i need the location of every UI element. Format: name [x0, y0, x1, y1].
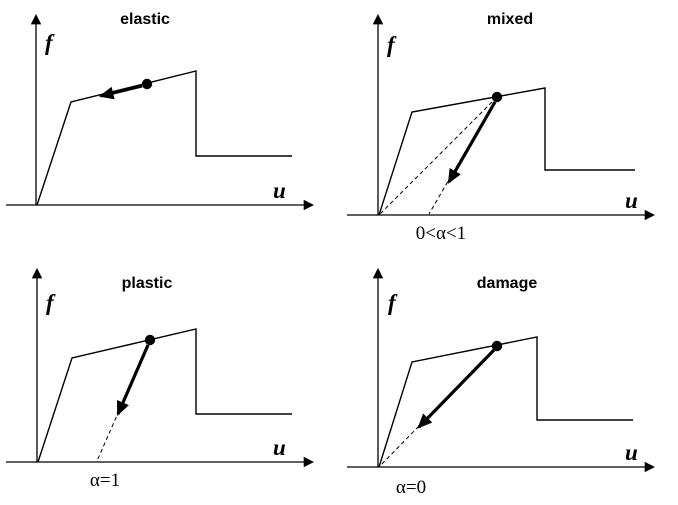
panel-title: plastic — [122, 275, 173, 292]
state-point-dot — [491, 91, 503, 103]
y-axis-label: f — [46, 290, 56, 315]
unloading-arrow — [417, 348, 496, 429]
panel-plastic: plastic f u α=1 — [0, 252, 339, 505]
unloading-arrow — [116, 344, 150, 417]
state-point-dot — [144, 334, 156, 346]
unloading-arrow — [447, 101, 497, 184]
alpha-annotation: α=1 — [90, 470, 120, 491]
x-axis-label: u — [273, 178, 286, 203]
panel-mixed: mixed f u 0<α<1 — [339, 0, 678, 252]
alpha-annotation: α=0 — [396, 477, 426, 498]
state-point-dot — [141, 78, 153, 90]
alpha-annotation: 0<α<1 — [416, 223, 466, 244]
y-axis-label: f — [388, 290, 398, 315]
y-axis-label: f — [387, 32, 397, 57]
force-displacement-curve — [36, 70, 292, 206]
x-axis-label: u — [625, 188, 638, 213]
force-displacement-curve — [378, 336, 633, 468]
panel-elastic: elastic f u — [0, 0, 339, 252]
force-displacement-curve — [37, 328, 292, 463]
panel-damage: damage f u α=0 — [339, 252, 678, 505]
force-displacement-curve — [378, 87, 635, 216]
x-axis-label: u — [273, 435, 286, 460]
panel-title: mixed — [487, 11, 533, 28]
panel-title: elastic — [120, 11, 170, 28]
unloading-arrow — [98, 84, 143, 100]
y-axis-label: f — [45, 30, 55, 55]
panel-title: damage — [477, 275, 538, 292]
state-point-dot — [491, 340, 503, 352]
x-axis-label: u — [625, 440, 638, 465]
